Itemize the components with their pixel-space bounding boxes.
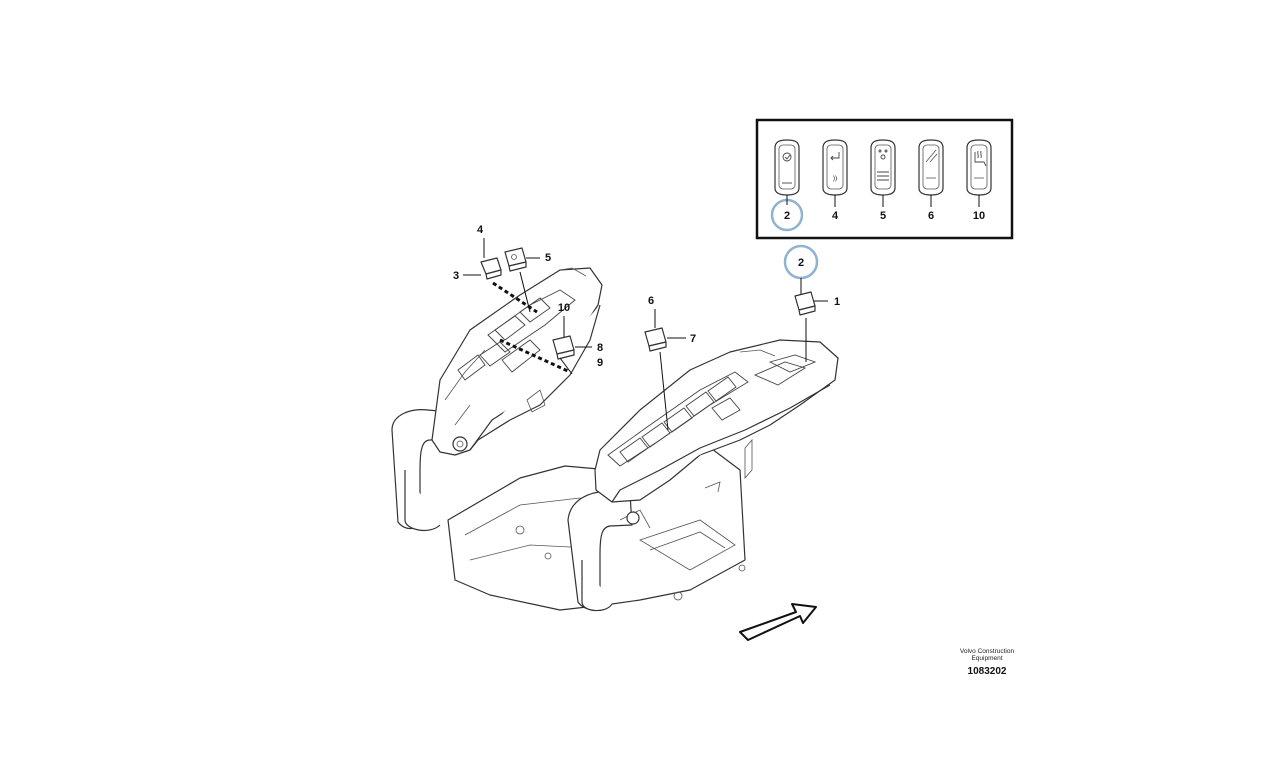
callout-1: 1 (834, 296, 840, 308)
credit-line-1: Volvo Construction (960, 648, 1015, 655)
document-number: 1083202 (968, 666, 1007, 677)
right-armrest-console (567, 291, 839, 612)
credit-line-2: Equipment (971, 655, 1002, 662)
callout-4: 4 (477, 224, 484, 236)
inset-switch-6: 6 (918, 139, 944, 222)
forward-direction-arrow-icon (739, 603, 817, 641)
return-arrow-icon (830, 152, 840, 161)
callout-7: 7 (690, 333, 696, 345)
callout-3: 3 (453, 270, 459, 282)
callout-8: 8 (597, 342, 603, 354)
inset-label-5: 5 (880, 210, 886, 222)
callout-2: 2 (798, 257, 804, 269)
publisher-credit: Volvo Construction Equipment 1083202 (960, 648, 1015, 677)
inset-label-4: 4 (832, 210, 839, 222)
callouts-right: 6 7 2 1 (648, 244, 840, 345)
inset-switch-5: 5 (870, 139, 896, 222)
left-armrest-console (391, 247, 603, 532)
callouts-left: 4 5 3 10 8 9 (453, 224, 603, 369)
seat-belt-icon (782, 152, 792, 162)
heated-seat-icon (974, 150, 987, 167)
callout-10: 10 (558, 302, 570, 314)
wiper-icon (925, 149, 938, 163)
inset-label-10: 10 (973, 210, 985, 222)
switch-inset-panel: 2 )) 4 5 (755, 118, 1014, 240)
inset-switch-4: )) 4 (822, 139, 848, 222)
callout-5: 5 (545, 252, 551, 264)
inset-label-2: 2 (784, 210, 790, 222)
svg-text:)): )) (833, 175, 837, 182)
callout-9: 9 (597, 357, 603, 369)
inset-label-6: 6 (928, 210, 934, 222)
inset-switch-10: 10 (966, 139, 992, 222)
callout-6: 6 (648, 295, 654, 307)
inset-switch-2: 2 (770, 139, 804, 232)
seat-heater-icon (877, 149, 889, 181)
